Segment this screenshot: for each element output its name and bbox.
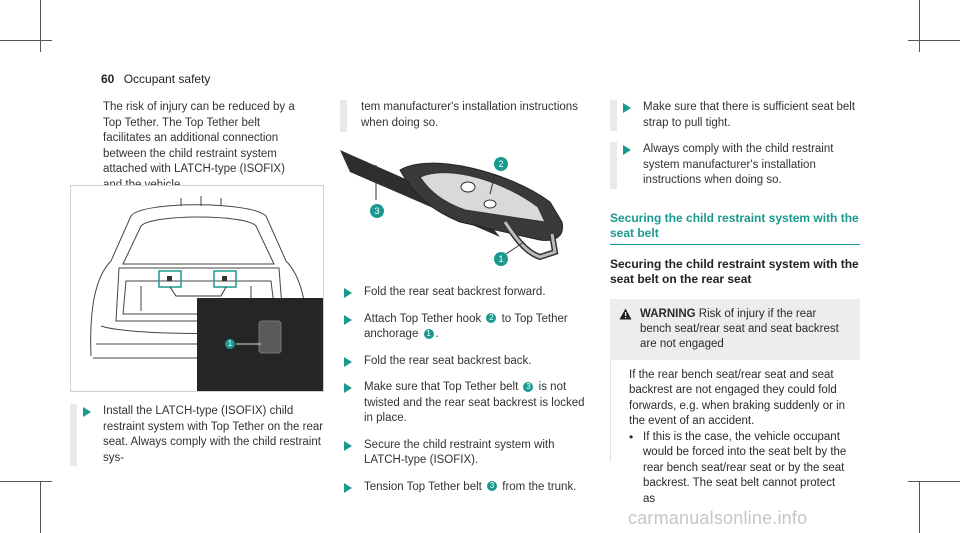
subsection-title: Securing the child restraint system with… <box>610 256 859 286</box>
trunk-figure: 1 <box>70 185 324 392</box>
section-rule <box>610 243 860 245</box>
inline-callout: 2 <box>486 313 497 324</box>
step-item: Always comply with the child restraint s… <box>610 142 860 189</box>
crop-mark <box>908 481 960 482</box>
step-item: Fold the rear seat backrest forward. <box>340 285 590 301</box>
top-tether-figure: 2 3 1 <box>340 142 590 272</box>
step-arrow-icon <box>619 142 643 157</box>
step-text: Fold the rear seat backrest forward. <box>364 286 546 298</box>
continued-text: tem manufacturer's installation instruct… <box>340 100 590 132</box>
crop-mark <box>0 40 52 41</box>
warning-title: Risk of injury if the rear bench seat/re… <box>640 307 839 350</box>
bullet-dot-icon <box>629 430 643 447</box>
crop-mark <box>908 40 960 41</box>
watermark: carmanualsonline.info <box>628 508 808 528</box>
figure-callout-1: 1 <box>225 339 235 349</box>
warning-bullet-text: If this is the case, the vehicle occupan… <box>643 430 847 505</box>
step-arrow-icon <box>340 354 364 369</box>
crop-mark <box>919 0 920 52</box>
step-arrow-icon <box>340 312 364 327</box>
step-arrow-icon <box>340 438 364 453</box>
warning-label: WARNING <box>640 307 696 320</box>
figure-callout-2: 2 <box>494 157 508 171</box>
trunk-illustration <box>90 196 323 391</box>
step-arrow-icon <box>340 380 364 395</box>
crop-mark <box>40 481 41 533</box>
inline-callout: 3 <box>487 481 498 492</box>
warning-bullet: If this is the case, the vehicle occupan… <box>629 430 850 508</box>
warning-header: WARNING Risk of injury if the rear bench… <box>610 298 860 360</box>
step-arrow-icon <box>340 480 364 495</box>
step-text: Secure the child restraint system with L… <box>364 438 555 467</box>
step-item: Secure the child restraint system with L… <box>340 438 590 469</box>
warning-triangle-icon <box>619 308 632 325</box>
step-arrow-icon <box>619 100 643 115</box>
step-item: Install the LATCH-type (ISOFIX) child re… <box>70 404 325 466</box>
step-text: Fold the rear seat backrest back. <box>364 354 532 367</box>
page-header: 60 Occupant safety <box>101 72 210 86</box>
crop-mark <box>40 0 41 52</box>
step-text: Install the LATCH-type (ISOFIX) child re… <box>103 405 324 464</box>
warning-paragraph: If the rear bench seat/rear seat and sea… <box>629 368 846 428</box>
column-3: Make sure that there is sufficient seat … <box>610 100 860 505</box>
intro-paragraph: The risk of injury can be reduced by a T… <box>103 101 295 191</box>
warning-body: If the rear bench seat/rear seat and sea… <box>610 359 860 505</box>
column-2-steps: Fold the rear seat backrest forward. Att… <box>340 285 590 506</box>
step-item: Make sure that there is sufficient seat … <box>610 100 860 131</box>
step-text: Make sure that there is sufficient seat … <box>643 101 856 129</box>
step-text: Attach Top Tether hook 2 to Top Tether a… <box>364 312 568 341</box>
section-name: Occupant safety <box>123 72 211 86</box>
page-number: 60 <box>101 72 115 86</box>
figure-callout-3: 3 <box>370 204 384 218</box>
crop-mark <box>919 481 920 533</box>
step-item: Tension Top Tether belt 3 from the trunk… <box>340 480 590 496</box>
inline-callout: 3 <box>523 381 534 392</box>
top-tether-illustration <box>340 150 564 261</box>
step-text: Tension Top Tether belt 3 from the trunk… <box>364 480 577 493</box>
step-item: Make sure that Top Tether belt 3 is not … <box>340 380 590 427</box>
inline-callout: 1 <box>423 328 434 339</box>
crop-mark <box>0 481 52 482</box>
column-1: The risk of injury can be reduced by a T… <box>103 100 303 193</box>
section-title: Securing the child restraint system with… <box>610 210 859 240</box>
column-1-steps: Install the LATCH-type (ISOFIX) child re… <box>70 404 325 477</box>
column-2: tem manufacturer's installation instruct… <box>340 100 590 132</box>
section-heading-block: Securing the child restraint system with… <box>610 211 860 245</box>
step-item: Attach Top Tether hook 2 to Top Tether a… <box>340 312 590 343</box>
step-text: Make sure that Top Tether belt 3 is not … <box>364 381 585 424</box>
step-item: Fold the rear seat backrest back. <box>340 354 590 370</box>
figure-callout-1b: 1 <box>494 252 508 266</box>
step-arrow-icon <box>340 285 364 300</box>
step-arrow-icon <box>79 404 103 419</box>
step-text: Always comply with the child restraint s… <box>643 143 834 186</box>
